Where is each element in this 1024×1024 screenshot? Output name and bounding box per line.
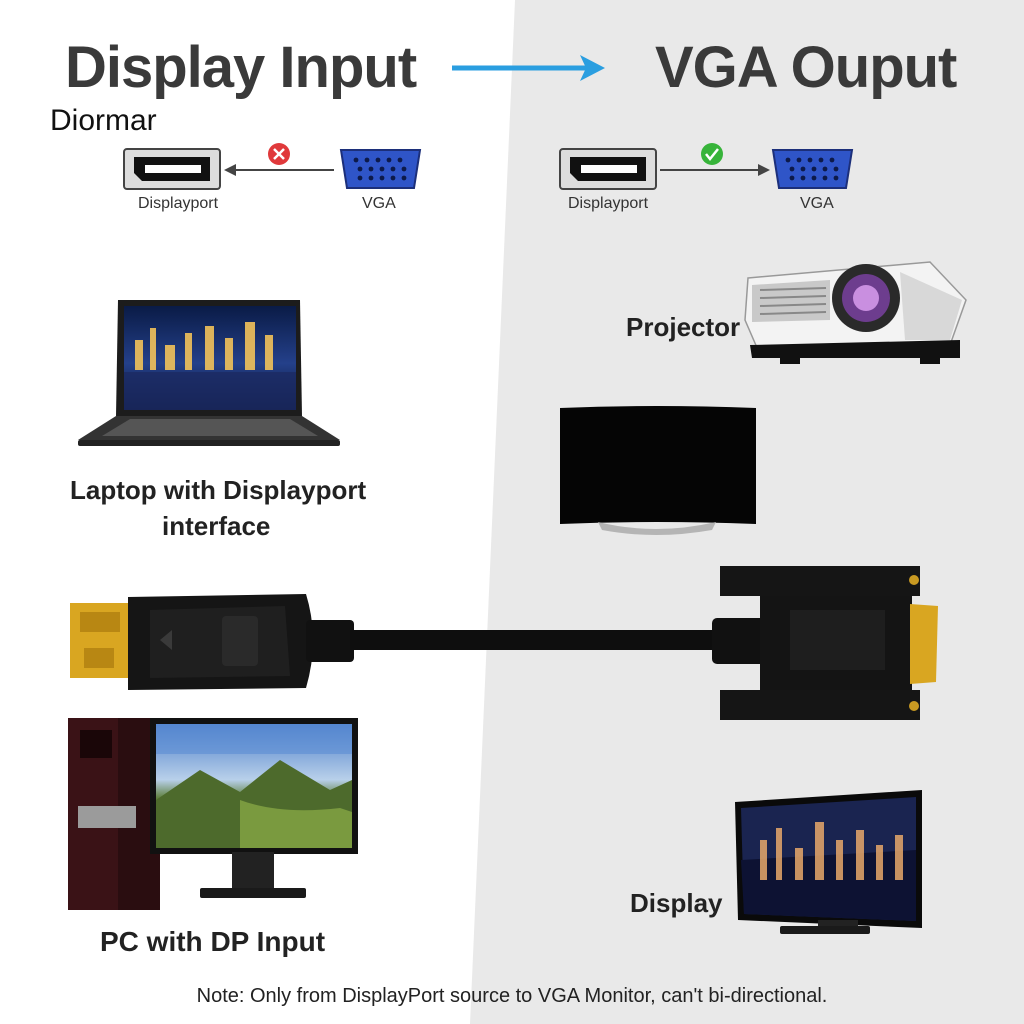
- error-x-icon: [268, 143, 290, 165]
- display-label: Display: [630, 888, 723, 918]
- projector-label: Projector: [626, 312, 741, 342]
- vga-output-title: VGA Ouput: [655, 35, 957, 100]
- right-displayport-label: Displayport: [568, 195, 649, 212]
- displayport-port-icon: [123, 148, 221, 190]
- left-displayport-label: Displayport: [138, 195, 219, 212]
- right-vga-label: VGA: [800, 195, 834, 212]
- direction-note: Note: Only from DisplayPort source to VG…: [196, 985, 828, 1007]
- vga-port-icon: [339, 149, 422, 189]
- laptop-label-line1: Laptop with Displayport: [70, 475, 367, 505]
- displayport-port-icon-right: [559, 148, 657, 190]
- vga-port-icon-right: [771, 149, 854, 189]
- ok-check-icon: [701, 143, 723, 165]
- left-vga-label: VGA: [362, 195, 396, 212]
- brand-label: Diormar: [50, 104, 157, 137]
- display-input-title: Display Input: [65, 35, 417, 100]
- laptop-label-line2: interface: [162, 511, 271, 541]
- pc-label: PC with DP Input: [100, 926, 326, 957]
